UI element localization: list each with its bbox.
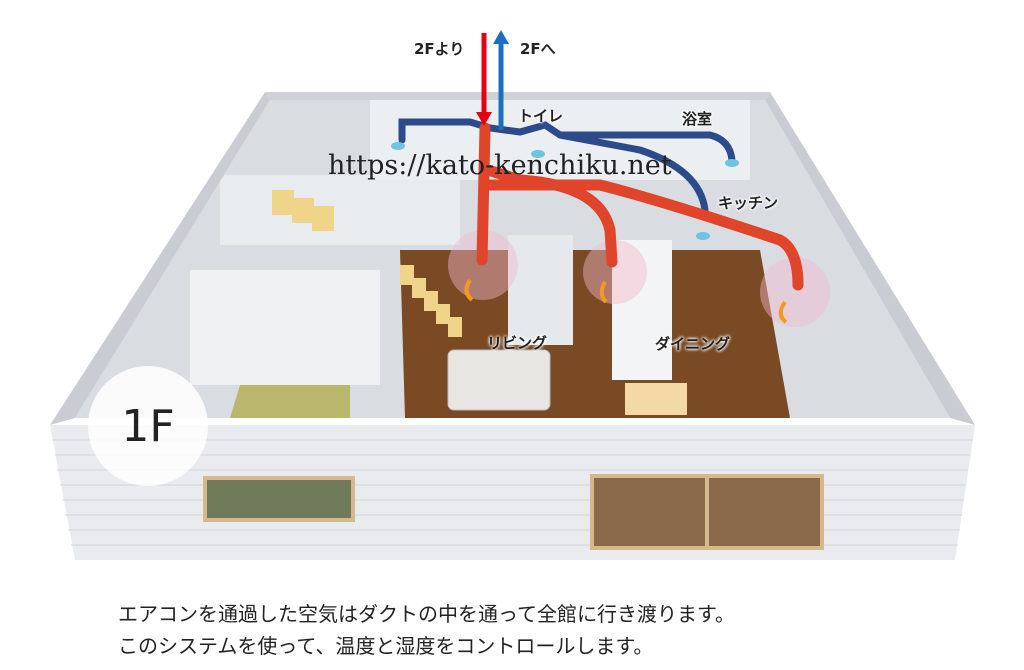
- interior-wall: [190, 270, 380, 385]
- watermark: https://kato-kenchiku.net: [328, 150, 672, 181]
- outer-wall-left: [50, 92, 270, 425]
- up-arrowhead-icon: [493, 30, 509, 44]
- tatami-room: [230, 385, 350, 418]
- warm-airflow-icons: [464, 278, 788, 324]
- caption-line-1: エアコンを通過した空気はダクトの中を通って全館に行き渡ります。: [118, 602, 735, 626]
- label-living: リビング: [487, 334, 548, 352]
- interior-wall: [508, 235, 573, 345]
- dining-table: [625, 383, 687, 415]
- outer-wall-right: [765, 92, 975, 425]
- down-arrowhead-icon: [476, 112, 492, 126]
- caption: エアコンを通過した空気はダクトの中を通って全館に行き渡ります。 このシステムを使…: [118, 598, 735, 662]
- stairs: [272, 190, 462, 337]
- cool-airflow-icons: [391, 142, 739, 240]
- label-bathroom: 浴室: [682, 110, 713, 128]
- window: [203, 476, 355, 522]
- label-to-2f: 2Fへ: [520, 40, 556, 58]
- supply-duct: [476, 122, 804, 291]
- caption-line-2: このシステムを使って、温度と湿度をコントロールします。: [118, 634, 654, 658]
- interior-wall: [220, 175, 460, 245]
- label-from-2f: 2Fより: [414, 40, 465, 58]
- floor-badge: 1F: [88, 366, 208, 486]
- outer-wall-top: [265, 92, 770, 100]
- label-dining: ダイニング: [655, 335, 731, 353]
- label-toilet: トイレ: [518, 107, 564, 125]
- sofa: [447, 349, 551, 411]
- kitchen-counter: [612, 240, 672, 380]
- label-kitchen: キッチン: [718, 194, 779, 212]
